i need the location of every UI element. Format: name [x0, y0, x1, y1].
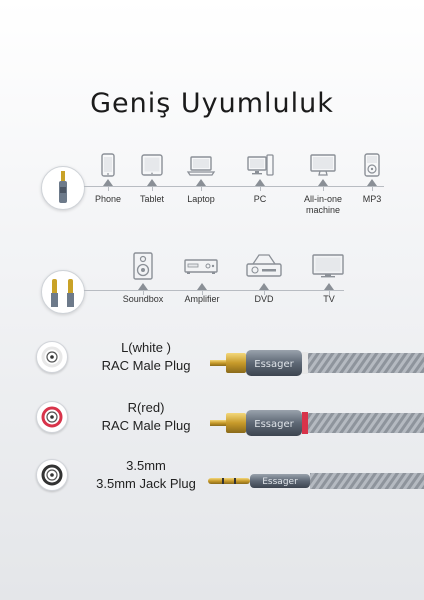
row2-pointer-arrow	[324, 283, 334, 290]
pc-icon	[247, 154, 274, 176]
brand-text: Essager	[262, 477, 298, 487]
brand-text: Essager	[254, 419, 294, 430]
device-label: Soundbox	[122, 294, 164, 304]
row2-device-tv: TV	[294, 252, 364, 305]
phone-icon	[101, 153, 115, 177]
mp3-icon	[364, 153, 380, 177]
device-label: Laptop	[187, 194, 215, 204]
device-row-1	[0, 150, 424, 220]
row1-device-laptop: Laptop	[166, 152, 236, 205]
plug-socket-icon	[36, 459, 68, 491]
rca-cable-image: Essager	[210, 410, 424, 436]
row1-pointer-arrow	[196, 179, 206, 186]
brand-text: Essager	[254, 359, 294, 370]
row1-connector-line	[372, 185, 373, 191]
plug-socket-icon	[36, 341, 68, 373]
row1-pointer-arrow	[367, 179, 377, 186]
row2-device-amplifier: Amplifier	[167, 252, 237, 305]
device-label: MP3	[362, 194, 382, 204]
plug-label: L(white )RAC Male Plug	[101, 340, 191, 373]
row1-device-phone: Phone	[73, 152, 143, 205]
all-in-one-icon	[310, 154, 336, 176]
row1-pointer-arrow	[255, 179, 265, 186]
device-label: TV	[323, 294, 335, 304]
plug-socket-icon	[36, 401, 68, 433]
jack-3-5mm-thumbnail	[41, 166, 85, 210]
rca-plug-icon	[51, 279, 74, 307]
row2-pointer-arrow	[138, 283, 148, 290]
laptop-icon	[186, 156, 216, 176]
tv-icon	[312, 254, 344, 278]
soundbox-icon	[133, 252, 153, 280]
row1-device-mp3: MP3	[337, 152, 407, 205]
row2-device-soundbox: Soundbox	[108, 252, 178, 305]
device-label: DVD	[254, 294, 274, 304]
dvd-icon	[246, 254, 282, 277]
row1-connector-line	[201, 185, 202, 191]
row1-device-pc: PC	[225, 152, 295, 205]
row1-device-tablet: Tablet	[117, 152, 187, 205]
row2-pointer-arrow	[197, 283, 207, 290]
rca-plugs-thumbnail	[41, 270, 85, 314]
row1-connector-line	[323, 185, 324, 191]
plug-label: R(red)RAC Male Plug	[101, 400, 191, 433]
device-row-2	[0, 248, 424, 318]
device-label: PC	[253, 194, 267, 204]
page-title: Geniş Uyumluluk	[90, 88, 334, 119]
row1-connector-line	[152, 185, 153, 191]
row2-connector-line	[143, 289, 144, 295]
row1-connector-line	[260, 185, 261, 191]
row2-connector-line	[264, 289, 265, 295]
row2-connector-line	[202, 289, 203, 295]
row1-pointer-arrow	[318, 179, 328, 186]
aux-plug-icon	[59, 171, 67, 203]
row2-device-dvd: DVD	[229, 252, 299, 305]
device-label: Amplifier	[184, 294, 220, 304]
amplifier-icon	[184, 259, 218, 274]
row1-connector-line	[108, 185, 109, 191]
row1-pointer-arrow	[147, 179, 157, 186]
rca-cable-image: Essager	[210, 350, 424, 376]
device-label: Phone	[94, 194, 122, 204]
tablet-icon	[141, 154, 163, 176]
row2-connector-line	[329, 289, 330, 295]
jack-cable-image: Essager	[208, 473, 424, 489]
row2-pointer-arrow	[259, 283, 269, 290]
row1-pointer-arrow	[103, 179, 113, 186]
device-label: Tablet	[139, 194, 165, 204]
